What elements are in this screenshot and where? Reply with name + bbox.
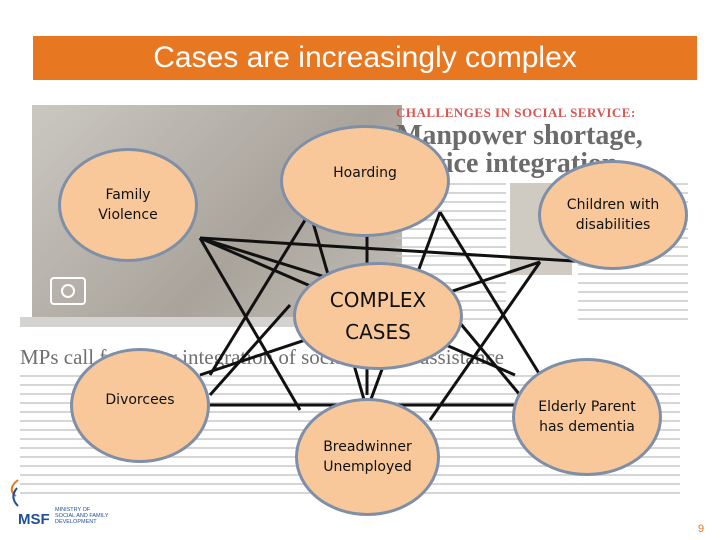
node-family-violence: Family Violence <box>58 148 198 262</box>
connector-line <box>208 211 312 376</box>
node-divorcees: Divorcees <box>70 348 210 463</box>
slide-title: Cases are increasingly complex <box>153 41 577 74</box>
clipping-kicker: CHALLENGES IN SOCIAL SERVICE: <box>396 105 636 120</box>
node-label: Hoarding <box>333 165 397 181</box>
node-breadwinner-unemployed: Breadwinner Unemployed <box>295 398 440 516</box>
node-hoarding: Hoarding <box>280 125 450 237</box>
connector-line <box>198 237 302 411</box>
node-complex-cases: COMPLEX CASES <box>293 262 463 370</box>
photo-caption-strip <box>20 317 390 327</box>
node-label: Elderly Parent has dementia <box>538 399 636 435</box>
logo-msf-text: MSF <box>18 511 50 528</box>
page-number: 9 <box>698 523 705 535</box>
node-label: Family Violence <box>98 187 158 223</box>
node-label: Breadwinner Unemployed <box>323 439 412 475</box>
title-bar: Cases are increasingly complex <box>33 36 697 80</box>
node-children-with-disabilities: Children with disabilities <box>538 160 688 270</box>
connector-line <box>199 236 591 264</box>
camera-icon <box>50 277 86 305</box>
node-label: Children with disabilities <box>566 197 660 233</box>
node-label: COMPLEX CASES <box>329 288 427 344</box>
connector-line <box>208 304 292 396</box>
node-label: Divorcees <box>105 391 175 408</box>
clipping-headline-line1: Manpower shortage, <box>396 120 643 151</box>
connector-line <box>428 261 542 421</box>
logo-ministry-text: MINISTRY OF SOCIAL AND FAMILY DEVELOPMEN… <box>55 507 109 525</box>
node-elderly-parent-dementia: Elderly Parent has dementia <box>512 358 662 476</box>
connector-line <box>438 211 542 376</box>
msf-logo-icon <box>10 479 19 507</box>
